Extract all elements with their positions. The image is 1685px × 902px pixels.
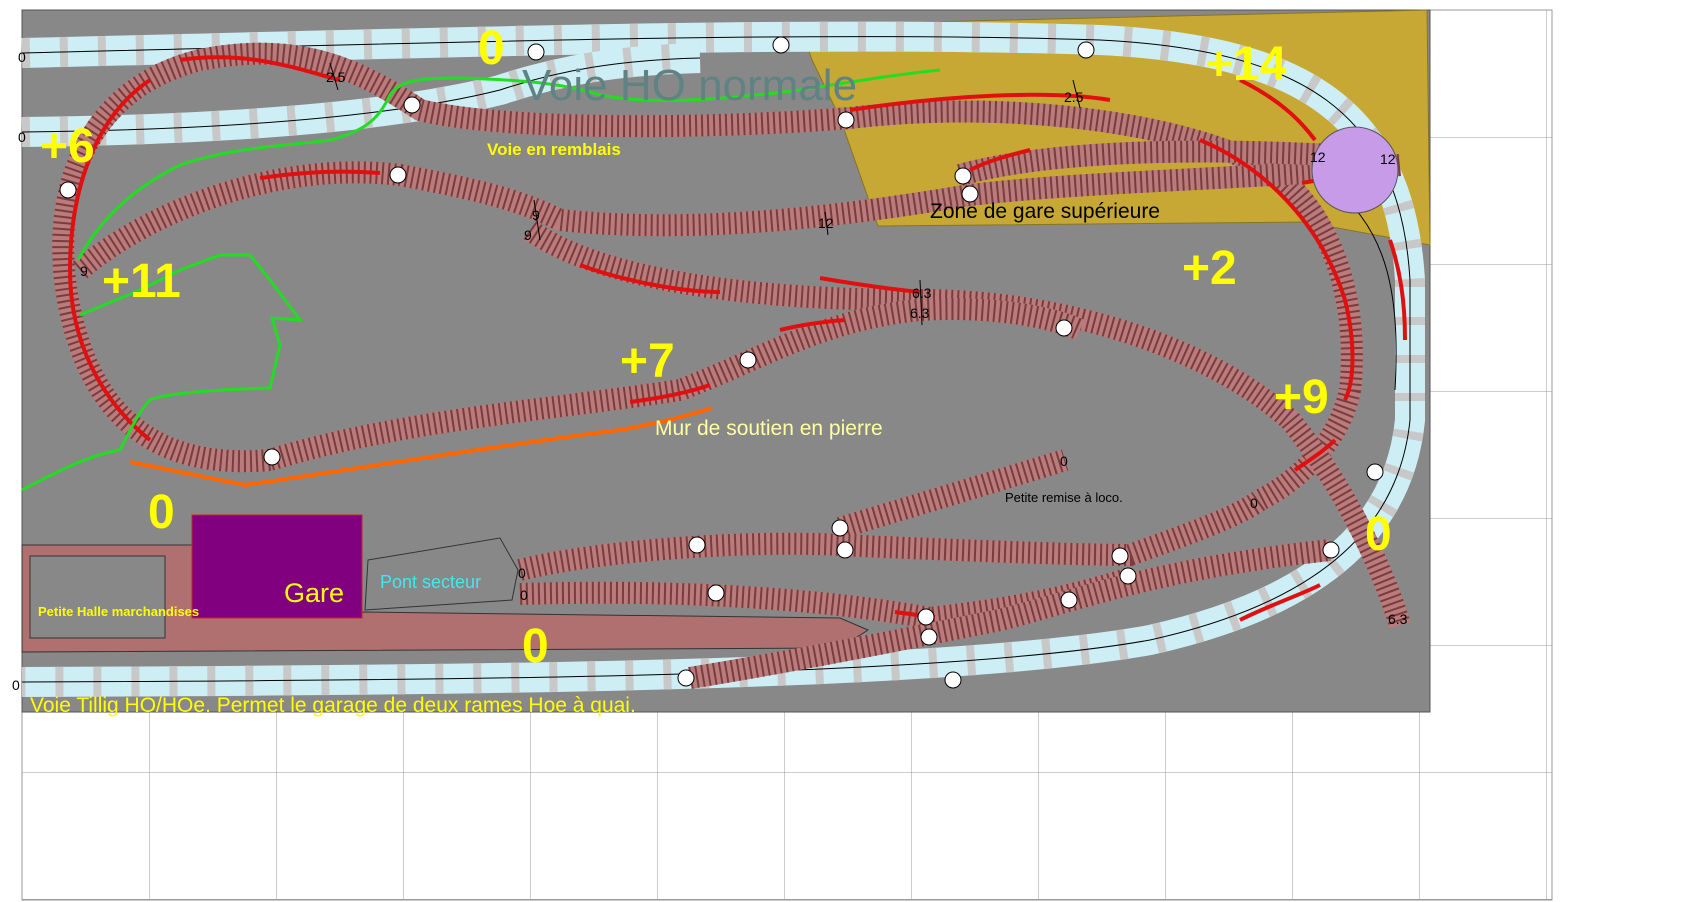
label-normal-track: Voie HO normale: [522, 61, 857, 110]
label-engine-shed: Petite remise à loco.: [1005, 490, 1123, 505]
grade-mark: 2.5: [1064, 89, 1084, 105]
level-0-top: 0: [478, 22, 505, 75]
label-station: Gare: [284, 578, 344, 608]
grade-mark: 6.3: [910, 305, 930, 321]
level-6: +6: [40, 120, 95, 173]
grade-mark: 12: [1380, 151, 1396, 167]
level-7: +7: [620, 335, 675, 388]
label-embankment: Voie en remblais: [487, 140, 621, 159]
grade-mark: 12: [1310, 149, 1326, 165]
grade-ticks: [329, 62, 1081, 326]
grade-mark: 0: [1060, 453, 1068, 469]
track-joints: [59, 36, 1384, 689]
grade-mark: 2.5: [326, 69, 346, 85]
embankment-outline-2: [76, 68, 941, 261]
ramp-markers: [67, 55, 1407, 622]
sector-bridge: [364, 537, 519, 611]
grade-mark: 6.3: [912, 285, 932, 301]
level-11: +11: [102, 255, 181, 308]
label-goods-hall: Petite Halle marchandises: [38, 604, 199, 619]
grade-mark: 0: [518, 565, 526, 581]
label-tillig-note: Voie Tillig HO/HOe. Permet le garage de …: [30, 694, 636, 717]
grade-mark: 9: [524, 227, 532, 243]
level-14: +14: [1205, 38, 1287, 91]
embankment-outline: [21, 253, 304, 492]
grade-mark: 0: [1250, 495, 1258, 511]
narrow-gauge-tracks: [52, 42, 1411, 689]
level-0-bottom: 0: [522, 620, 549, 673]
grade-mark: 9: [532, 207, 540, 223]
goods-hall: [29, 555, 166, 639]
turntable: [1311, 126, 1399, 214]
grade-mark: 0: [18, 129, 26, 145]
level-0-left: 0: [148, 486, 175, 539]
label-upper-station: Zone de gare supérieure: [930, 200, 1160, 223]
grade-mark: 0: [520, 587, 528, 603]
grade-mark: 6.3: [1388, 611, 1408, 627]
grade-mark: 9: [80, 263, 88, 279]
retaining-wall: [129, 406, 713, 488]
label-retaining-wall: Mur de soutien en pierre: [655, 417, 883, 440]
station-building: [191, 514, 363, 619]
grade-mark: 0: [12, 677, 20, 693]
level-0-right: 0: [1365, 508, 1392, 561]
level-9: +9: [1274, 371, 1329, 424]
label-sector-bridge: Pont secteur: [380, 572, 481, 592]
grade-mark: 0: [18, 49, 26, 65]
level-2: +2: [1182, 242, 1237, 295]
grade-mark: 12: [818, 215, 834, 231]
